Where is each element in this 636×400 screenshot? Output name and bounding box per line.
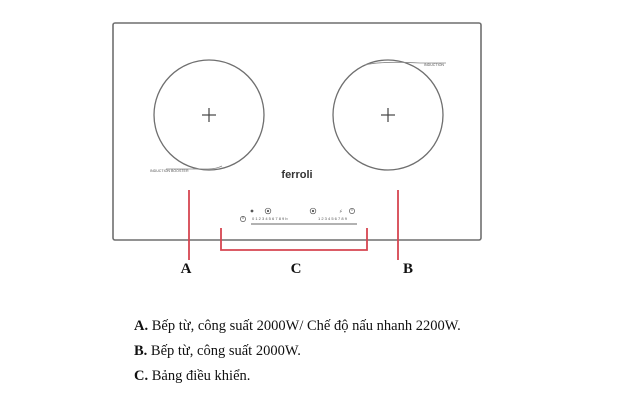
timer-icon[interactable] <box>349 208 355 214</box>
callout-label-c: C <box>291 261 302 277</box>
burner-left-label: INDUCTION BOOSTER <box>150 169 189 173</box>
callout-bracket-c <box>220 228 368 251</box>
boost-icon[interactable]: ⚡ <box>339 209 343 215</box>
legend-key-b: B. <box>134 343 148 359</box>
burner-right: INDUCTION <box>332 59 446 171</box>
burner-right-ring <box>332 59 444 171</box>
burner-right-zone-arc <box>364 61 446 66</box>
legend-item-c: C. Bảng điều khiển. <box>134 368 250 385</box>
legend-key-c: C. <box>134 368 149 384</box>
brand-logo: ferroli <box>281 169 312 181</box>
slider-scale-power[interactable]: 0 1 2 3 4 5 6 7 8 9 b <box>252 216 288 221</box>
callout-label-b: B <box>403 261 413 277</box>
burner-left-zone-arc <box>166 165 223 170</box>
legend-key-a: A. <box>134 318 149 334</box>
zone-left-select-icon[interactable] <box>264 207 272 215</box>
burner-left: INDUCTION BOOSTER <box>150 59 265 173</box>
callout-label-a: A <box>181 261 192 277</box>
control-panel: ⚡ 0 1 2 3 4 5 6 7 8 9 b 1 2 3 4 5 6 7 8 … <box>240 207 357 225</box>
burner-left-ring <box>153 59 265 171</box>
legend-item-a: A. Bếp từ, công suất 2000W/ Chế độ nấu n… <box>134 318 461 335</box>
legend-text-b: Bếp từ, công suất 2000W. <box>147 343 301 359</box>
legend-text-c: Bảng điều khiển. <box>148 368 251 384</box>
cooktop-outline <box>112 22 482 241</box>
cooktop-diagram: INDUCTION BOOSTER INDUCTION ferroli ⚡ 0 … <box>112 22 482 277</box>
burner-right-label: INDUCTION <box>424 63 444 67</box>
legend-item-b: B. Bếp từ, công suất 2000W. <box>134 343 301 360</box>
zone-right-select-icon[interactable] <box>309 207 317 215</box>
legend-text-a: Bếp từ, công suất 2000W/ Chế độ nấu nhan… <box>148 318 461 334</box>
lock-icon[interactable] <box>250 209 254 213</box>
slider-scale-level[interactable]: 1 2 3 4 5 6 7 8 9 <box>318 216 348 221</box>
